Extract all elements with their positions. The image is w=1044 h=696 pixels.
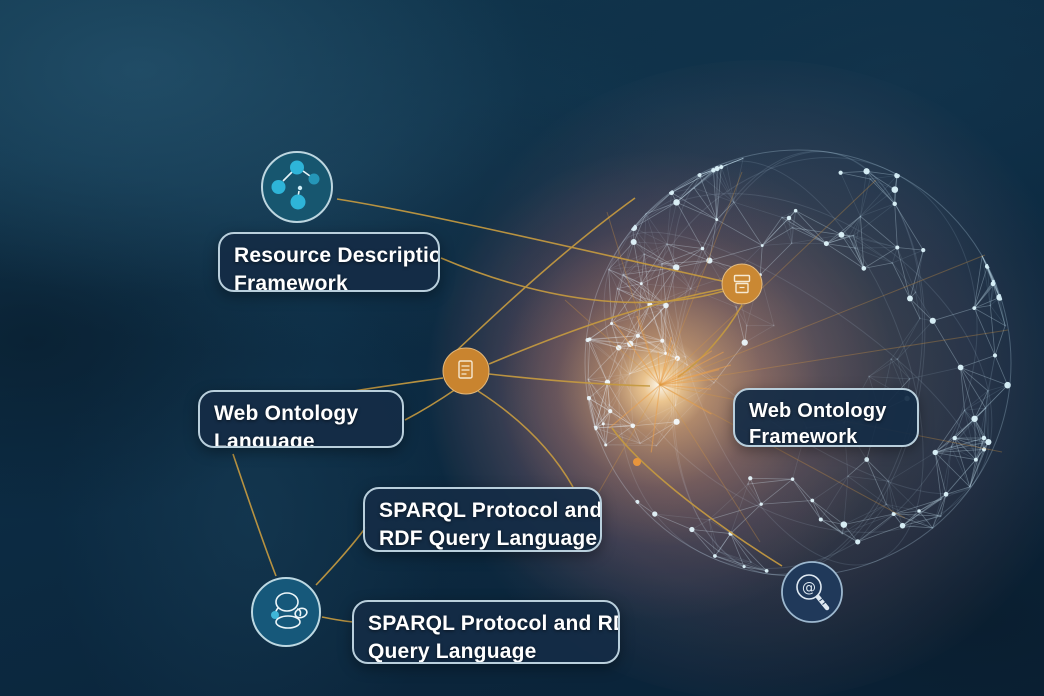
svg-text:@: @ xyxy=(802,580,816,596)
search-at-icon: @ xyxy=(781,561,843,623)
cluster-icon xyxy=(251,577,321,647)
sparql-box-1: SPARQL Protocol and RDF Query Language xyxy=(363,487,602,552)
connector-line xyxy=(440,257,725,304)
rdf-graph-icon xyxy=(261,151,333,223)
connector-line xyxy=(315,526,367,586)
sparql-box-2: SPARQL Protocol and RD Query Language xyxy=(352,600,620,664)
connector-line xyxy=(611,427,783,567)
connector-line xyxy=(488,288,724,365)
owf-box-line1: Web Ontology xyxy=(749,400,887,422)
sparql-box-1-line2: RDF Query Language xyxy=(379,526,598,550)
rdf-box: Resource Description Framework xyxy=(218,232,440,292)
connector-line xyxy=(488,373,651,387)
owl-box-line1: Web Ontology xyxy=(214,402,359,425)
connector-line xyxy=(321,616,354,623)
document-icon xyxy=(442,347,490,395)
connector-line xyxy=(232,453,277,577)
archive-box-icon xyxy=(721,263,763,305)
connector-line xyxy=(477,390,574,488)
sparql-box-2-line1: SPARQL Protocol and RD xyxy=(368,612,620,635)
small-orange-node xyxy=(633,458,641,466)
sparql-box-1-line1: SPARQL Protocol and xyxy=(379,499,602,522)
rdf-box-line2: Framework xyxy=(234,271,348,292)
owf-box: Web Ontology Framework xyxy=(733,388,919,447)
owf-box-line2: Framework xyxy=(749,426,858,447)
rdf-box-line1: Resource Description xyxy=(234,244,440,267)
sparql-box-2-line2: Query Language xyxy=(368,639,537,663)
owl-box: Web Ontology Language xyxy=(198,390,404,448)
connector-line xyxy=(451,197,636,356)
owl-box-line2: Language xyxy=(214,429,315,448)
glow-rays xyxy=(564,171,1009,543)
